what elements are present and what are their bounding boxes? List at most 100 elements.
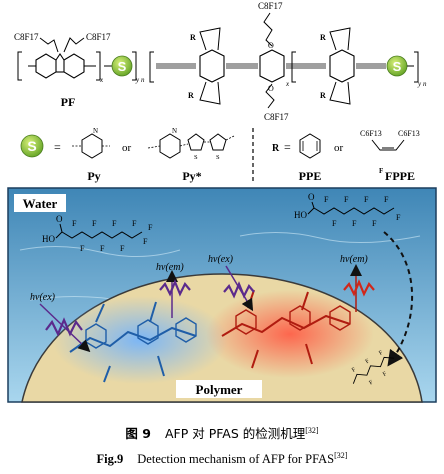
pyridine-ring bbox=[81, 133, 103, 159]
pfas-adsorbed-f-2: F bbox=[365, 358, 372, 365]
pfas-adsorbed-f-3: F bbox=[378, 350, 385, 357]
legend-equals-2: = bbox=[284, 140, 291, 154]
pfas-f-2: F bbox=[92, 219, 97, 228]
pfas-right-f-7: F bbox=[372, 219, 377, 228]
pfas-o: O bbox=[56, 214, 63, 224]
ppe-r-top-left: R bbox=[190, 33, 196, 42]
ppe-chain-top bbox=[263, 12, 273, 47]
pf-side-chain-2: C8F17 bbox=[86, 32, 111, 42]
legend-py: Py bbox=[87, 169, 100, 183]
pfas-molecule-free: HO O F F F F F F F F F bbox=[42, 214, 153, 253]
pfas-right-f-8: F bbox=[396, 213, 401, 222]
pystar-pyridine-ring bbox=[159, 133, 181, 159]
legend-row: S = N or N S S Py Py* R = or C6F13 C6F13… bbox=[20, 127, 420, 183]
pfas-right-f-6: F bbox=[352, 219, 357, 228]
caption-cn-text: AFP 对 PFAS 的检测机理 bbox=[164, 426, 306, 441]
legend-ppe: PPE bbox=[299, 169, 322, 183]
polymer-label: Polymer bbox=[196, 382, 243, 397]
pfas-f-7: F bbox=[120, 244, 125, 253]
pystar-links bbox=[147, 135, 235, 149]
ppe-core-left bbox=[199, 49, 225, 83]
legend-c6f13-right: C6F13 bbox=[398, 129, 420, 138]
pystar-thiophene-2 bbox=[209, 133, 227, 151]
ppe-chain-bottom bbox=[265, 83, 275, 109]
blue-ring-3 bbox=[175, 317, 197, 343]
legend-s-label: S bbox=[27, 138, 36, 154]
ppe-structure: C8F17 C8F17 R R O O x R R S y n bbox=[149, 1, 427, 122]
diagram-canvas: C8F17 C8F17 x S y n PF C8F17 C8F17 bbox=[7, 1, 437, 403]
hv-ex-left-wave bbox=[45, 317, 83, 337]
pyridine-n: N bbox=[93, 127, 98, 135]
scene-panel: Water Polymer HO O F F F F F F F F F HO … bbox=[7, 187, 437, 403]
ppe-bracket-left bbox=[149, 51, 154, 83]
blue-ring-2 bbox=[137, 319, 159, 345]
pf-chain-left bbox=[39, 37, 59, 53]
pf-sub-y: y bbox=[135, 76, 140, 84]
legend-or-2: or bbox=[334, 142, 344, 154]
blue-backbone bbox=[69, 301, 197, 383]
pf-structure: C8F17 C8F17 x S y n PF bbox=[14, 32, 145, 109]
hv-em-right-label: hν(em) bbox=[340, 254, 368, 265]
legend-r: R bbox=[272, 143, 280, 154]
pf-ring-right bbox=[63, 53, 85, 79]
red-molecule bbox=[206, 289, 374, 378]
pf-bracket-right bbox=[132, 51, 137, 81]
ppe-bracket-mid bbox=[291, 51, 296, 83]
pystar-thiophene-1 bbox=[187, 133, 205, 151]
pfas-right-f-2: F bbox=[344, 195, 349, 204]
pf-bracket-mid bbox=[96, 51, 101, 81]
red-glow bbox=[206, 290, 374, 378]
pfas-ho: HO bbox=[42, 234, 55, 244]
ppe-sub-y: y bbox=[417, 80, 422, 88]
pfas-right-f-4: F bbox=[384, 195, 389, 204]
pf-bracket-left bbox=[17, 51, 22, 81]
ppe-center-ring bbox=[259, 49, 285, 83]
photon-ex-left: hν(ex) bbox=[30, 292, 91, 353]
pfas-f-5: F bbox=[80, 244, 85, 253]
pf-ring-left bbox=[35, 53, 57, 79]
hv-em-right-wave bbox=[343, 279, 375, 297]
legend-py-star: Py* bbox=[182, 169, 201, 183]
pfas-adsorbed-f-1: F bbox=[351, 366, 358, 373]
ppe-r-bottom-right: R bbox=[320, 91, 326, 100]
pystar-s1: S bbox=[194, 154, 198, 161]
caption-en-fig: Fig.9 bbox=[96, 452, 124, 466]
hv-em-center-label: hν(em) bbox=[156, 262, 184, 273]
pf-s-ball bbox=[111, 55, 133, 77]
ppe-core-right bbox=[329, 49, 355, 83]
pfas-adsorbed-f-4: F bbox=[368, 379, 375, 386]
pfas-f-1: F bbox=[72, 219, 77, 228]
ppe-s-label: S bbox=[393, 59, 402, 74]
pf-bridge bbox=[55, 53, 65, 61]
pfas-backbone bbox=[55, 223, 143, 239]
ppe-sub-n: n bbox=[423, 80, 427, 88]
pfas-adsorbed-f-5: F bbox=[382, 371, 389, 378]
pfas-right-ho: HO bbox=[294, 210, 307, 220]
legend-s-ball bbox=[20, 134, 44, 158]
pystar-n: N bbox=[172, 127, 177, 135]
blue-molecule bbox=[52, 296, 228, 384]
pfas-f-9: F bbox=[148, 223, 153, 232]
pfas-f-8: F bbox=[143, 237, 148, 246]
ppe-r-bottom-left: R bbox=[188, 91, 194, 100]
ppe-triple-mid-left bbox=[226, 63, 258, 69]
ppe-triple-right bbox=[356, 63, 386, 69]
ppe-wings-right bbox=[329, 27, 351, 105]
legend-equals: = bbox=[54, 140, 61, 154]
ppe-r-top-right: R bbox=[320, 33, 326, 42]
pfas-f-4: F bbox=[132, 219, 137, 228]
caption-en-ref: [32] bbox=[334, 451, 348, 460]
legend-fppe: FPPE bbox=[385, 169, 415, 183]
pfas-right-f-1: F bbox=[324, 195, 329, 204]
ppe-triple-mid-right bbox=[286, 63, 326, 69]
polymer-label-box bbox=[176, 380, 262, 398]
water-label: Water bbox=[23, 196, 58, 211]
photon-em-right: hν(em) bbox=[340, 254, 375, 312]
r-benzo-ring bbox=[299, 133, 321, 159]
pfas-right-o: O bbox=[308, 192, 315, 202]
hv-em-center-wave bbox=[159, 279, 191, 297]
photon-em-center: hν(em) bbox=[156, 262, 191, 318]
red-ring-3 bbox=[329, 305, 351, 331]
